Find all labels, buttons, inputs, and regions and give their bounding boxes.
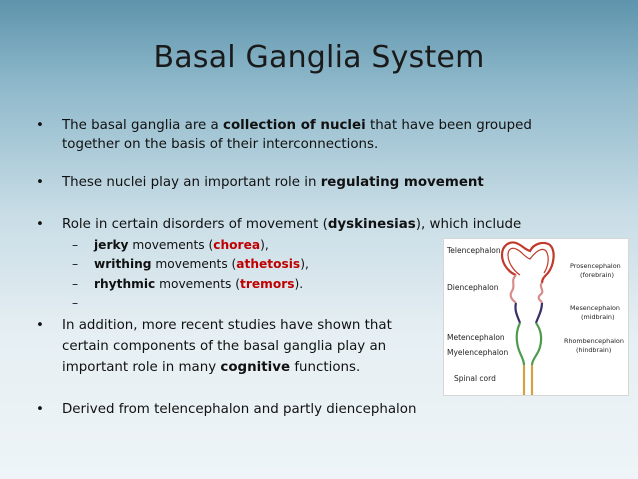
label-forebrain: (forebrain) [580,271,614,279]
bullet-emphasis: dyskinesias [327,217,416,232]
rhombencephalon-shape [515,322,543,366]
label-rhombencephalon: Rhombencephalon [564,337,624,345]
telencephalon-inner [507,247,549,276]
label-mesencephalon: Mesencephalon [570,304,620,312]
bullet-text-part: ), which include [415,217,522,232]
dash-symbol: – [72,257,79,271]
bullet-symbol: • [36,402,44,417]
bullet-text-part: functions. [290,360,361,375]
bullet-symbol: • [36,175,44,190]
bullet-symbol: • [36,217,44,232]
slide-title: Basal Ganglia System [153,40,485,75]
brain-development-figure: Telencephalon Diencephalon Metencephalon… [443,238,629,396]
label-telencephalon: Telencephalon [446,246,501,255]
sub-bullet-term: chorea [213,238,261,252]
bullet-text: The basal ganglia are a collection of nu… [62,116,532,154]
sub-bullet-term: tremors [240,277,295,291]
label-diencephalon: Diencephalon [447,283,499,292]
bullet-text-part: Role in certain disorders of movement ( [62,217,328,232]
bullet-text-part: that have been grouped [365,118,532,133]
label-myelencephalon: Myelencephalon [447,348,508,357]
bullet-text-part: Derived from telencephalon and partly di… [62,402,417,417]
sub-bullet-mid: movements ( [128,238,214,252]
sub-bullet-end: ), [260,238,269,252]
bullet-text: Derived from telencephalon and partly di… [62,400,416,419]
sub-bullet-end: ). [294,277,304,291]
telencephalon-shape [500,241,555,284]
dash-symbol: – [72,238,79,252]
sub-bullet-mid: movements ( [151,257,237,271]
bullet-symbol: • [36,318,44,333]
bullet-text: Role in certain disorders of movement (d… [62,215,521,234]
bullet-symbol: • [36,118,44,133]
bullet-text-part: In addition, more recent studies have sh… [62,318,392,333]
label-prosencephalon: Prosencephalon [570,262,621,270]
sub-bullet-mid: movements ( [155,277,241,291]
bullet-text-part: These nuclei play an important role in [62,175,321,190]
sub-bullet-end: ), [300,257,309,271]
dash-symbol: – [72,296,79,310]
spinal-cord-shape [522,365,534,395]
bullet-emphasis: cognitive [220,360,291,375]
bullet-text-part: The basal ganglia are a [62,118,223,133]
sub-bullet-bold: writhing [94,257,152,271]
dash-symbol: – [72,277,79,291]
sub-bullet-text: jerky movements (chorea), [94,237,269,253]
mesencephalon-shape [514,302,544,324]
label-midbrain: (midbrain) [581,313,614,321]
label-spinal-cord: Spinal cord [454,374,496,383]
bullet-emphasis: collection of nuclei [223,118,366,133]
sub-bullet-bold: jerky [94,238,129,252]
label-metencephalon: Metencephalon [447,333,505,342]
sub-bullet-term: athetosis [236,257,301,271]
sub-bullet-bold: rhythmic [94,277,156,291]
sub-bullet-text: rhythmic movements (tremors). [94,276,303,292]
bullet-text: In addition, more recent studies have sh… [62,315,392,378]
neural-tube-diagram: Telencephalon Diencephalon Metencephalon… [446,241,624,395]
diencephalon-shape [509,274,544,304]
bullet-text-part: together on the basis of their interconn… [62,137,379,152]
bullet-text-part: certain components of the basal ganglia … [62,339,387,354]
bullet-text: These nuclei play an important role in r… [62,173,484,192]
bullet-text-part: important role in many [62,360,221,375]
label-hindbrain: (hindbrain) [576,346,611,354]
bullet-emphasis: regulating movement [320,175,484,190]
sub-bullet-text: writhing movements (athetosis), [94,256,309,272]
